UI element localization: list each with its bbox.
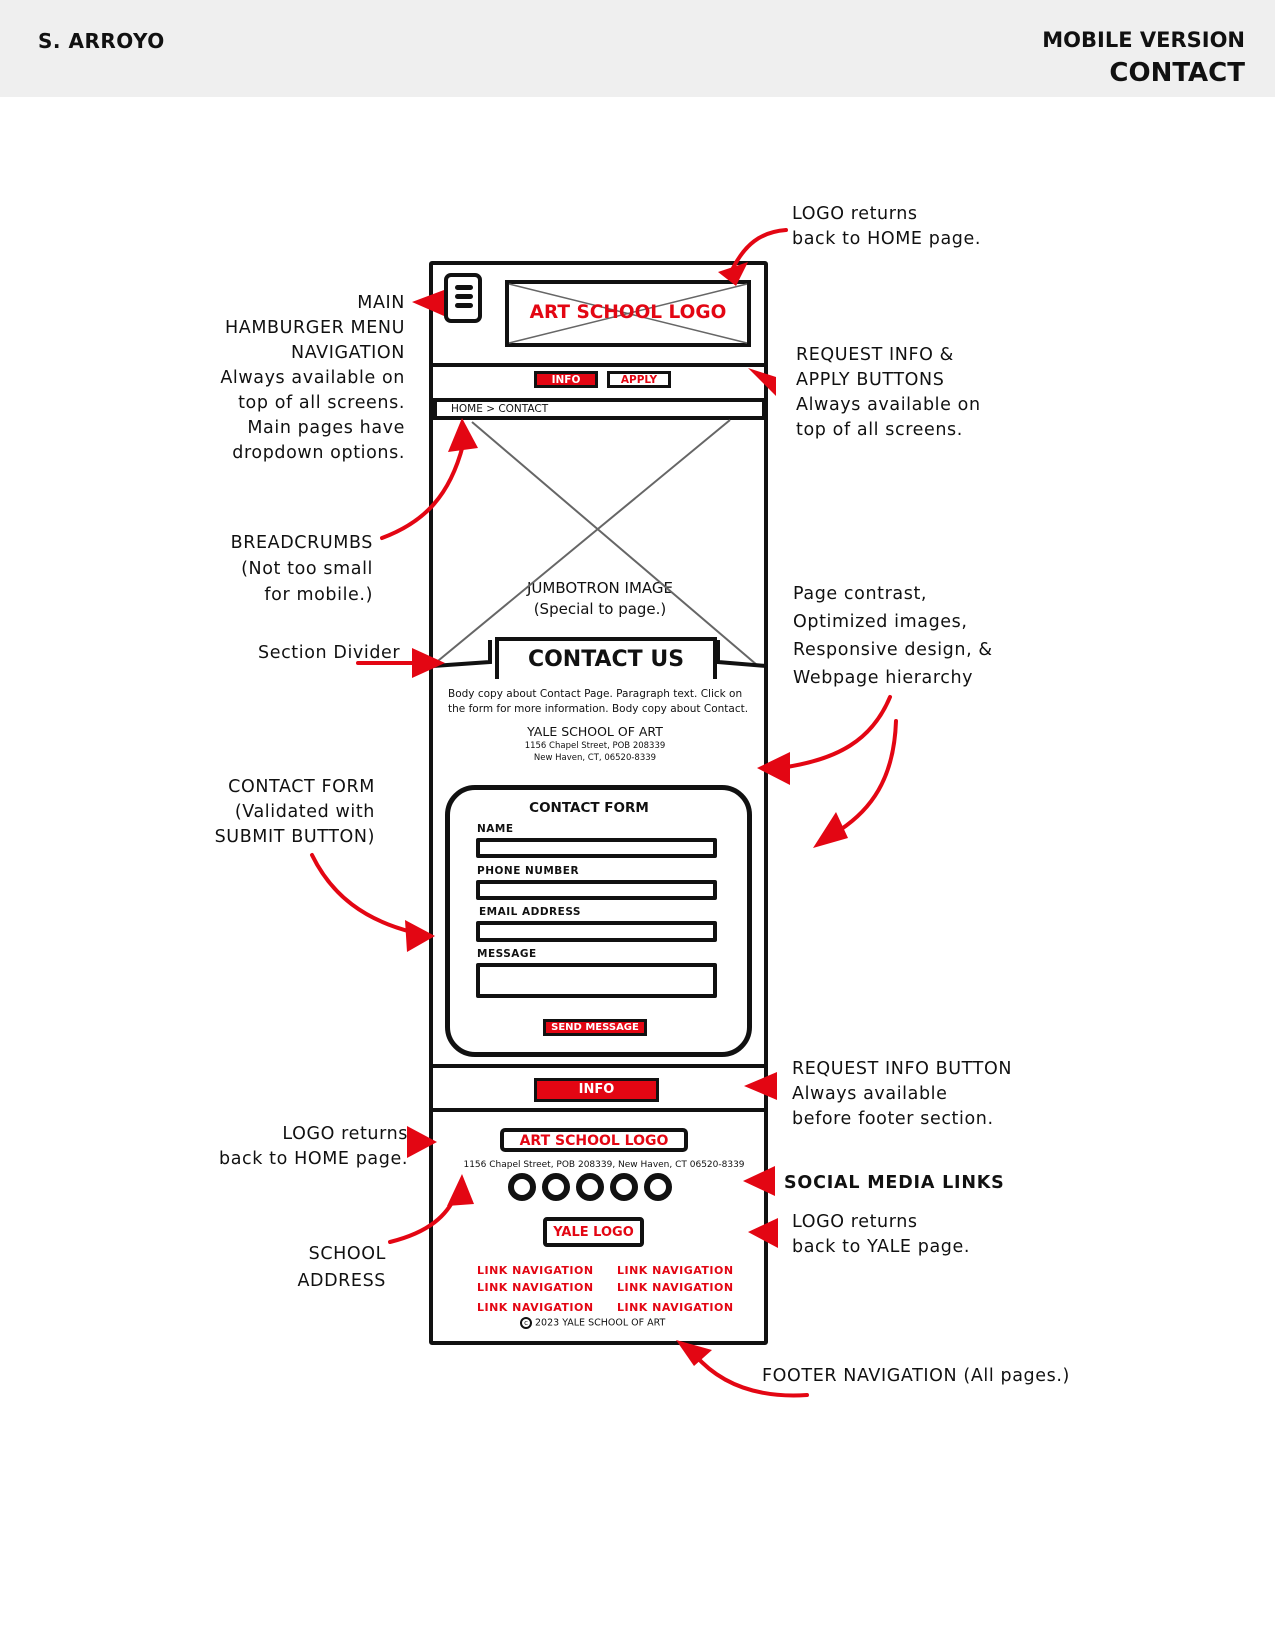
annotation-breadcrumbs: BREADCRUMBS (Not too small for mobile.): [230, 533, 373, 605]
jumbotron-placeholder-x: [432, 419, 731, 666]
section-divider-line: [716, 640, 767, 668]
author-name: S. ARROYO: [38, 29, 165, 53]
footer-address: 1156 Chapel Street, POB 208339, New Have…: [463, 1160, 745, 1170]
jumbotron-line1: JUMBOTRON IMAGE: [526, 579, 674, 597]
send-message-button[interactable]: SEND MESSAGE: [543, 1019, 647, 1036]
arrow-footer-nav: [693, 1353, 809, 1398]
arrow-breadcrumbs: [380, 443, 465, 540]
logo-placeholder-x: [508, 283, 748, 344]
breadcrumb[interactable]: HOME > CONTACT: [433, 398, 766, 420]
arrow-logo-top: [731, 228, 788, 270]
section-divider-line: [432, 640, 492, 668]
arrowhead-icon: [743, 1166, 775, 1196]
page-title: CONTACT: [1109, 58, 1245, 88]
copyright-icon: c: [520, 1317, 532, 1329]
arrowhead-icon: [447, 1174, 474, 1206]
yale-logo[interactable]: YALE LOGO: [543, 1217, 644, 1247]
jumbotron-label: JUMBOTRON IMAGE (Special to page.): [500, 578, 700, 620]
social-icon[interactable]: [542, 1173, 570, 1201]
annotation-section-divider: Section Divider: [258, 643, 401, 663]
annotation-request-apply: REQUEST INFO & APPLY BUTTONS Always avai…: [796, 345, 981, 440]
message-field[interactable]: [476, 963, 717, 998]
annotation-logo-top: LOGO returns back to HOME page.: [792, 204, 982, 249]
annotation-contact-form: CONTACT FORM (Validated with SUBMIT BUTT…: [214, 777, 375, 847]
annotation-footer-nav: FOOTER NAVIGATION (All pages.): [762, 1366, 1070, 1386]
info-button-bottom[interactable]: INFO: [534, 1078, 659, 1102]
body-copy: Body copy about Contact Page. Paragraph …: [448, 688, 749, 715]
annotation-yale-logo: LOGO returns back to YALE page.: [792, 1212, 971, 1257]
annotation-page-contrast: Page contrast, Optimized images, Respons…: [793, 584, 993, 688]
version-label: MOBILE VERSION: [1042, 28, 1245, 52]
email-field[interactable]: [476, 921, 717, 942]
copyright-text: 2023 YALE SCHOOL OF ART: [535, 1317, 666, 1329]
annotation-logo-footer: LOGO returns back to HOME page.: [218, 1124, 408, 1169]
arrow-contact-form: [310, 853, 414, 934]
footer-logo[interactable]: ART SCHOOL LOGO: [500, 1128, 688, 1152]
header-divider: [431, 363, 768, 367]
footer-link[interactable]: LINK NAVIGATION: [477, 1281, 594, 1294]
arrowhead-icon: [813, 812, 848, 848]
annotation-school-address: SCHOOL ADDRESS: [297, 1244, 386, 1291]
arrowhead-icon: [748, 368, 776, 396]
contact-form-title: CONTACT FORM: [529, 800, 649, 816]
footer-link[interactable]: LINK NAVIGATION: [477, 1301, 594, 1314]
address-line-2: New Haven, CT, 06520-8339: [533, 753, 657, 763]
arrowhead-icon: [748, 1218, 778, 1248]
footer-link[interactable]: LINK NAVIGATION: [617, 1301, 734, 1314]
info-button[interactable]: INFO: [534, 371, 598, 388]
section-title: CONTACT US: [495, 637, 717, 679]
annotation-request-info: REQUEST INFO BUTTON Always available bef…: [792, 1059, 1013, 1129]
jumbotron-placeholder-x: [471, 421, 758, 666]
hamburger-menu-icon[interactable]: [444, 273, 482, 323]
arrowhead-icon: [676, 1340, 712, 1366]
arrow-school-address: [388, 1193, 458, 1244]
arrowhead-icon: [757, 752, 790, 785]
page-header: [0, 0, 1275, 97]
art-school-logo-text: ART SCHOOL LOGO: [529, 302, 727, 323]
annotation-social: SOCIAL MEDIA LINKS: [784, 1173, 1005, 1193]
arrowhead-icon: [405, 920, 435, 952]
social-icon[interactable]: [644, 1173, 672, 1201]
arrowhead-icon: [412, 648, 445, 678]
social-icon[interactable]: [610, 1173, 638, 1201]
phone-field[interactable]: [476, 880, 717, 900]
email-label: EMAIL ADDRESS: [479, 906, 581, 918]
arrowhead-icon: [407, 1126, 437, 1158]
name-field[interactable]: [476, 838, 717, 858]
arrow-page-contrast-2: [838, 719, 898, 832]
arrowhead-icon: [448, 418, 478, 452]
arrowhead-icon: [744, 1072, 777, 1100]
annotation-hamburger: MAIN HAMBURGER MENU NAVIGATION Always av…: [220, 293, 405, 463]
arrowhead-icon: [412, 290, 444, 316]
footer-link[interactable]: LINK NAVIGATION: [617, 1281, 734, 1294]
jumbotron-line2: (Special to page.): [533, 600, 667, 618]
footer-link[interactable]: LINK NAVIGATION: [477, 1264, 594, 1277]
message-label: MESSAGE: [477, 948, 537, 960]
social-icon[interactable]: [508, 1173, 536, 1201]
mobile-frame: [429, 261, 768, 1345]
school-name: YALE SCHOOL OF ART: [527, 724, 663, 739]
footer-link[interactable]: LINK NAVIGATION: [617, 1264, 734, 1277]
arrowhead-icon: [718, 262, 748, 286]
apply-button[interactable]: APPLY: [607, 371, 671, 388]
art-school-logo[interactable]: [505, 280, 751, 347]
name-label: NAME: [477, 823, 514, 835]
arrow-page-contrast: [778, 695, 892, 770]
phone-label: PHONE NUMBER: [477, 865, 580, 877]
address-line-1: 1156 Chapel Street, POB 208339: [524, 741, 666, 751]
social-icon[interactable]: [576, 1173, 604, 1201]
